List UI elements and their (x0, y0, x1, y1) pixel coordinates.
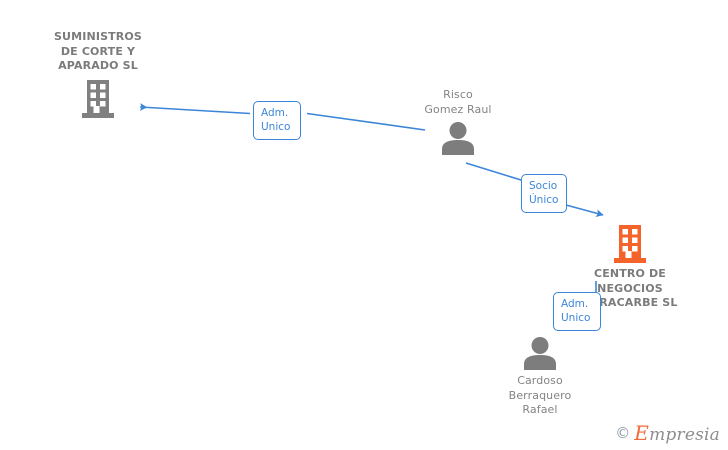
edge-label-adm-unico-suministros[interactable]: Adm. Unico (253, 101, 301, 140)
watermark-empresia: © Empresia (615, 423, 720, 444)
node-label-cardoso: Cardoso Berraquero Rafael (508, 374, 572, 416)
copyright-icon: © (615, 424, 631, 442)
building-icon (560, 224, 700, 264)
node-label-centro: CENTRO DE NEGOCIOS ZARACARBE SL (582, 267, 678, 309)
node-person-risco[interactable]: Risco Gomez Raul (388, 88, 528, 155)
brand-wordmark: Empresia (634, 423, 720, 444)
edge-label-adm-unico-centro[interactable]: Adm. Unico (553, 292, 601, 331)
brand-rest: mpresia (649, 425, 720, 445)
node-label-risco: Risco Gomez Raul (424, 88, 492, 116)
person-icon (470, 336, 610, 370)
node-company-centro[interactable]: CENTRO DE NEGOCIOS ZARACARBE SL (560, 224, 700, 311)
brand-initial: E (634, 421, 650, 445)
node-company-suministros[interactable]: SUMINISTROS DE CORTE Y APARADO SL (28, 30, 168, 119)
node-label-suministros: SUMINISTROS DE CORTE Y APARADO SL (53, 30, 142, 72)
building-icon (28, 74, 168, 119)
edge-label-socio-unico-centro[interactable]: Socio Único (521, 174, 567, 213)
person-icon (388, 117, 528, 155)
node-person-cardoso[interactable]: Cardoso Berraquero Rafael (470, 336, 610, 418)
